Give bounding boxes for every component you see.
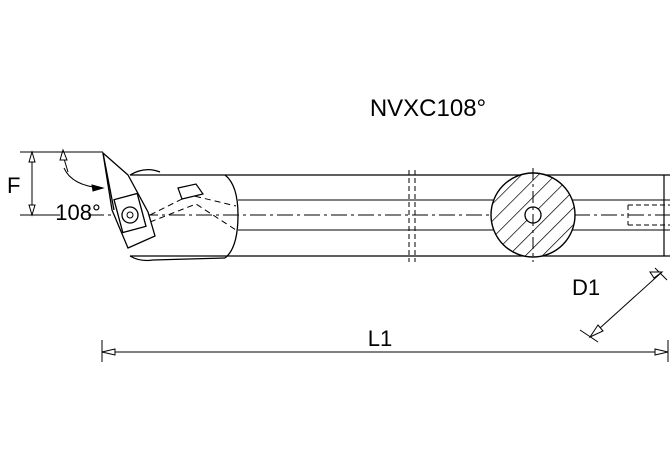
angle-dimension: [59, 148, 105, 192]
f-label: F: [7, 173, 20, 198]
angle-label: 108°: [55, 200, 101, 225]
coolant-channel: [149, 194, 237, 231]
l1-dimension: [101, 340, 669, 362]
drawing-title: NVXC108°: [370, 95, 486, 122]
cross-section: [490, 168, 576, 262]
f-dimension: [20, 150, 103, 217]
l1-label: L1: [368, 326, 392, 351]
end-connector: [627, 204, 670, 226]
bore-lines: [238, 199, 670, 231]
insert-head: [102, 151, 156, 249]
d1-label: D1: [572, 275, 600, 300]
bar-body: [129, 168, 670, 262]
d1-dimension: [579, 267, 668, 343]
break-lines: [408, 170, 416, 262]
coolant-outlet: [177, 183, 204, 200]
